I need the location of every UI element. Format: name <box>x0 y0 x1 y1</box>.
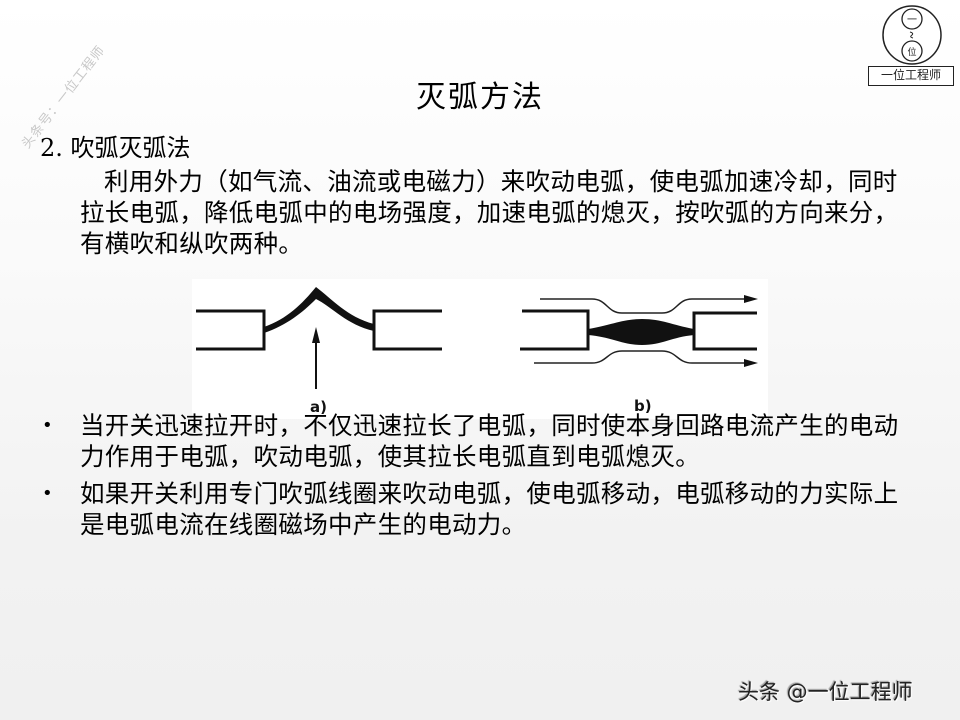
bullet-list: • 当开关迅速拉开时，不仅迅速拉长了电弧，同时使本身回路电流产生的电动力作用于电… <box>40 410 920 546</box>
footer-watermark: 头条 @一位工程师 <box>738 680 913 704</box>
bullet-text: 如果开关利用专门吹弧线圈来吹动电弧，使电弧移动，电弧移动的力实际上是电弧电流在线… <box>80 479 899 539</box>
bullet-dot-icon: • <box>42 415 53 436</box>
svg-text:一: 一 <box>907 15 917 26</box>
logo-label: 一位工程师 <box>868 66 954 86</box>
bullet-item: • 如果开关利用专门吹弧线圈来吹动电弧，使电弧移动，电弧移动的力实际上是电弧电流… <box>40 478 920 540</box>
slide-title: 灭弧方法 <box>416 80 544 115</box>
arc-blowing-figure: a) b) <box>192 279 768 419</box>
svg-text:a): a) <box>310 398 327 416</box>
figure-b-longitudinal-blow: b) <box>520 295 758 415</box>
figure-a-transverse-blow: a) <box>196 287 442 416</box>
brand-logo: 一 位 一位工程师 <box>866 4 958 88</box>
svg-text:b): b) <box>634 397 652 415</box>
svg-text:位: 位 <box>907 46 916 58</box>
section-heading: 2. 吹弧灭弧法 <box>40 134 191 162</box>
bullet-dot-icon: • <box>42 483 53 504</box>
bullet-item: • 当开关迅速拉开时，不仅迅速拉长了电弧，同时使本身回路电流产生的电动力作用于电… <box>40 410 920 472</box>
intro-paragraph: 利用外力（如气流、油流或电磁力）来吹动电弧，使电弧加速冷却，同时拉长电弧，降低电… <box>80 167 899 258</box>
bullet-text: 当开关迅速拉开时，不仅迅速拉长了电弧，同时使本身回路电流产生的电动力作用于电弧，… <box>80 411 899 471</box>
logo-circles-icon: 一 位 <box>882 5 942 65</box>
